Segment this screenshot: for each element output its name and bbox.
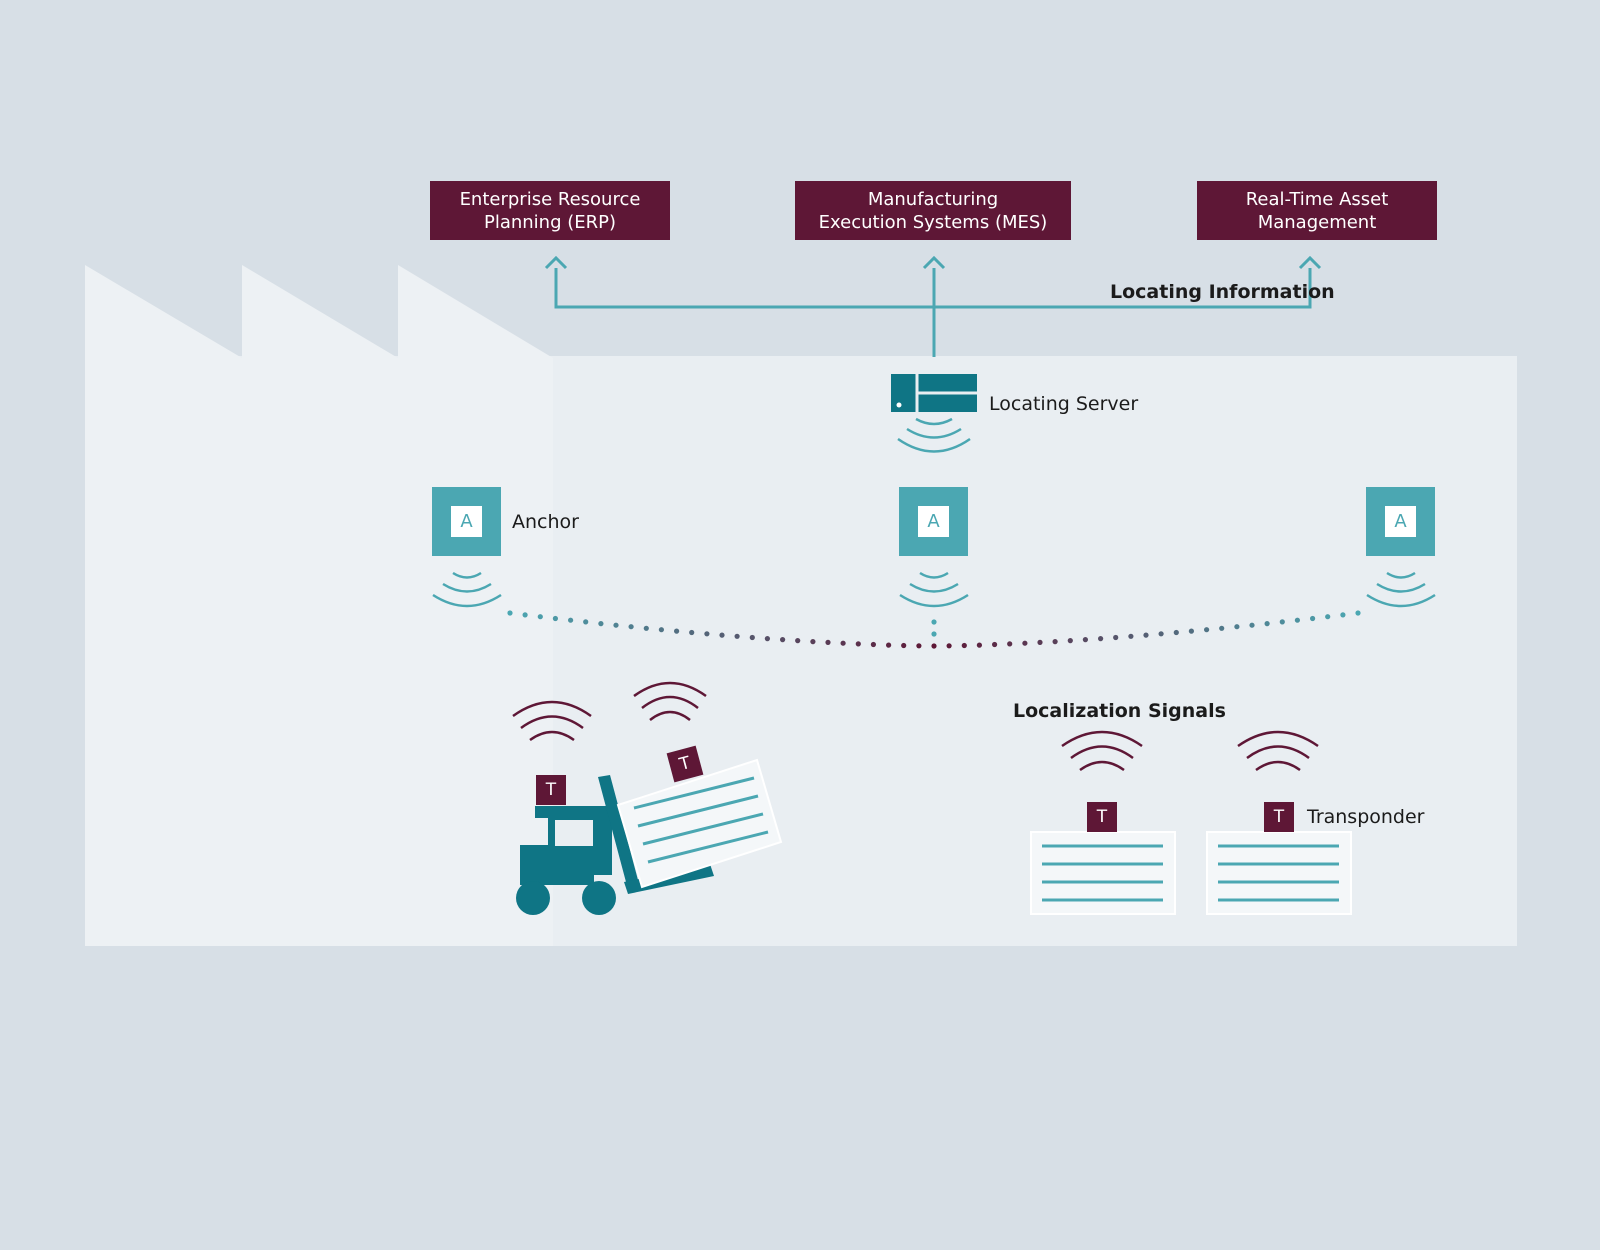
signal-dot: [825, 639, 831, 646]
anchor-icon: A: [899, 487, 968, 556]
arrow-head-mes: [922, 255, 946, 270]
anchor-icon: A: [1366, 487, 1435, 556]
signal-dot: [1188, 628, 1194, 634]
server-icon: [891, 374, 977, 412]
locating-information-connectors: [544, 255, 1322, 357]
signal-dot: [704, 631, 710, 637]
locating-server-label: Locating Server: [989, 393, 1139, 415]
signal-dot: [764, 636, 771, 642]
signal-dot: [719, 632, 725, 638]
signal-dot: [1098, 636, 1104, 642]
signal-dot: [583, 619, 589, 625]
signal-dot: [749, 634, 755, 641]
signal-dot: [1067, 638, 1073, 644]
signal-dot: [613, 622, 619, 628]
signal-dot: [810, 639, 816, 645]
signal-dot: [598, 621, 604, 627]
erp-system-box: Enterprise Resource Planning (ERP): [430, 181, 670, 240]
signal-dot: [674, 628, 680, 634]
signal-dot: [1143, 632, 1149, 638]
factory-roof-section-1: [85, 265, 242, 946]
signal-dot: [522, 612, 528, 618]
signal-dot: [1355, 610, 1361, 616]
signal-dot: [1022, 640, 1028, 646]
anchor-letter: A: [918, 506, 949, 537]
signal-dot: [643, 625, 649, 631]
signal-dot: [916, 643, 922, 649]
signal-dot: [1158, 631, 1164, 637]
signal-dot: [870, 641, 877, 648]
signal-dot: [552, 615, 559, 622]
arrow-head-rtam: [1298, 255, 1322, 270]
forklift-pallet-icon: [616, 758, 783, 889]
signal-dot: [931, 619, 937, 625]
signal-dot: [1249, 622, 1255, 628]
signal-dot: [1325, 614, 1331, 620]
rtam-system-label: Real-Time Asset Management: [1245, 188, 1389, 233]
signal-dot: [689, 629, 695, 636]
signal-dot: [961, 642, 967, 649]
signal-dot: [931, 643, 937, 649]
mes-system-label: Manufacturing Execution Systems (MES): [818, 188, 1048, 233]
signal-dot: [734, 633, 740, 639]
rtam-system-box: Real-Time Asset Management: [1197, 181, 1437, 240]
localization-dotted-line: [507, 610, 1361, 649]
transponder-label: Transponder: [1307, 806, 1425, 828]
transponder-tag-icon: T: [1087, 802, 1117, 832]
signal-dot: [1204, 627, 1210, 633]
signal-dot: [1294, 617, 1300, 623]
signal-dot: [976, 642, 983, 648]
server-wireless-icon: [897, 417, 971, 453]
transponder-wireless-icons: [512, 681, 1319, 772]
signal-dot: [946, 643, 952, 649]
signal-dot: [1279, 619, 1285, 625]
signal-dot: [1264, 621, 1270, 627]
mes-system-box: Manufacturing Execution Systems (MES): [795, 181, 1071, 240]
signal-dot: [1128, 633, 1134, 639]
signal-dot: [780, 637, 786, 643]
signal-dot: [1234, 624, 1240, 630]
signal-dot: [1310, 615, 1316, 622]
signal-dot: [992, 641, 998, 648]
signal-dot: [901, 642, 907, 649]
erp-system-label: Enterprise Resource Planning (ERP): [459, 188, 641, 233]
factory-roof-section-2: [242, 265, 398, 946]
signal-dot: [1113, 634, 1119, 641]
pallet-icon: [1206, 831, 1352, 915]
signal-dot: [840, 640, 846, 646]
signal-dot: [658, 627, 665, 633]
anchor-wireless-icons: [432, 571, 1436, 608]
signal-dot: [1007, 641, 1013, 647]
signal-dot: [1082, 637, 1088, 643]
anchor-label: Anchor: [512, 511, 579, 533]
signal-dot: [1340, 612, 1346, 618]
signal-dot: [1052, 639, 1058, 645]
pallet-icon: [1030, 831, 1176, 915]
anchor-letter: A: [1385, 506, 1416, 537]
signal-dot: [795, 638, 801, 644]
arrow-head-erp: [544, 255, 568, 270]
signal-dot: [628, 624, 634, 630]
signal-dot: [507, 610, 513, 616]
locating-information-label: Locating Information: [1110, 281, 1335, 303]
transponder-tag-icon: T: [536, 775, 566, 805]
signal-dot: [568, 617, 574, 623]
signal-dot: [537, 614, 543, 620]
anchor-letter: A: [451, 506, 482, 537]
factory-silhouette: [85, 265, 1517, 946]
signal-dot: [1219, 625, 1225, 631]
signal-dot: [886, 642, 892, 648]
localization-signals-label: Localization Signals: [1013, 700, 1226, 722]
transponder-tag-icon: T: [1264, 802, 1294, 832]
signal-dot: [931, 631, 937, 637]
signal-dot: [1173, 629, 1179, 636]
signal-dot: [855, 641, 861, 647]
signal-dot: [1037, 639, 1043, 646]
anchor-icon: A: [432, 487, 501, 556]
